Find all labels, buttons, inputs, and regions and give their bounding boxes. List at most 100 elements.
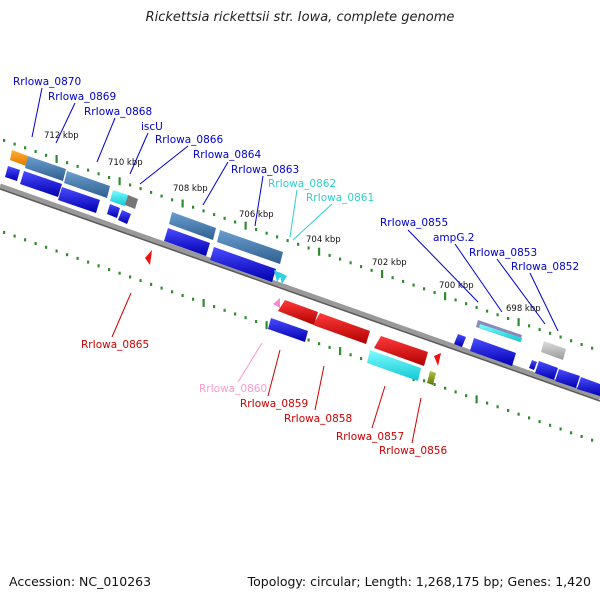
track-dot (349, 261, 352, 265)
gene-blue-a (5, 166, 20, 181)
track-dot (591, 346, 594, 350)
track-dot (66, 253, 69, 257)
track-dot (538, 420, 541, 424)
track-dot (391, 276, 394, 280)
track-major-tick (55, 155, 58, 163)
track-dot (360, 357, 363, 361)
gene-label[interactable]: RrIowa_0866 (155, 134, 223, 146)
track-dot (139, 279, 142, 283)
gene-steel-0869 (64, 171, 110, 198)
gene-label[interactable]: RrIowa_0861 (306, 192, 374, 204)
track-dot (129, 183, 132, 187)
gene-label[interactable]: RrIowa_0863 (231, 164, 299, 176)
gene-cyan-0868 (110, 190, 128, 206)
track-dot (328, 345, 331, 349)
gene-gray-iscU (125, 195, 138, 209)
track-dot (3, 230, 6, 234)
track-dot (265, 231, 268, 235)
gene-cyan-arrow-b (279, 272, 287, 284)
gene-label[interactable]: RrIowa_0864 (193, 149, 261, 161)
track-dot (559, 335, 562, 339)
track-dot (213, 305, 216, 309)
track-dot (213, 213, 216, 217)
track-dot (223, 308, 226, 312)
gene-label[interactable]: RrIowa_0855 (380, 217, 448, 229)
gene-label[interactable]: RrIowa_0870 (13, 76, 81, 88)
gene-pink-0860 (273, 298, 280, 308)
track-dot (591, 438, 594, 442)
gene-red-0859 (278, 300, 318, 325)
tick-label: 708 kbp (173, 184, 208, 194)
track-dot (97, 264, 100, 268)
genome-summary-text: Topology: circular; Length: 1,268,175 bp… (247, 574, 591, 589)
track-dot (202, 209, 205, 213)
track-dot (507, 409, 510, 412)
track-dot (150, 282, 153, 286)
track-dot (234, 312, 237, 316)
gene-blue-h (454, 334, 466, 347)
track-dot (108, 176, 111, 179)
track-dot (318, 342, 321, 346)
gene-red-0858 (313, 313, 370, 344)
gene-olive-rev (427, 371, 436, 385)
track-dot (486, 309, 489, 313)
map-title: Rickettsia rickettsii str. Iowa, complet… (145, 10, 455, 25)
gene-callout-lines (31, 87, 559, 444)
track-dot (97, 172, 100, 176)
track-dot (171, 290, 174, 294)
track-dot (423, 287, 426, 291)
gene-blue-m (577, 377, 600, 396)
track-dot (181, 294, 184, 297)
track-dot (349, 353, 352, 357)
gene-blue-d (107, 204, 120, 218)
track-dot (13, 234, 16, 238)
gene-blue-g (210, 247, 276, 282)
gene-label[interactable]: RrIowa_0852 (511, 261, 579, 273)
gene-red-0857 (374, 336, 428, 366)
track-dot (55, 249, 58, 253)
gene-orange-block (10, 150, 28, 166)
track-dot (24, 146, 27, 150)
gene-blue-l (555, 369, 580, 388)
track-dot (66, 161, 69, 165)
gene-steel-0866 (169, 212, 216, 240)
gene-label[interactable]: ampG.2 (433, 232, 474, 244)
track-dot (234, 220, 237, 224)
track-dot (244, 316, 247, 320)
track-dot (45, 245, 48, 249)
gene-label[interactable]: RrIowa_0858 (284, 413, 352, 425)
track-dot (171, 198, 174, 202)
gene-label[interactable]: iscU (141, 121, 163, 133)
track-dot (433, 383, 436, 386)
gene-label[interactable]: RrIowa_0865 (81, 339, 149, 351)
gene-label[interactable]: RrIowa_0862 (268, 178, 336, 190)
gene-label[interactable]: RrIowa_0856 (379, 445, 447, 457)
tick-label: 710 kbp (108, 158, 143, 168)
track-dot (87, 168, 90, 172)
track-dot (580, 343, 583, 346)
gene-label[interactable]: RrIowa_0860 (199, 383, 267, 395)
gene-label[interactable]: RrIowa_0857 (336, 431, 404, 443)
gene-label[interactable]: RrIowa_0853 (469, 247, 537, 259)
tick-label: 702 kbp (372, 258, 407, 268)
gene-cyan-rev (367, 350, 421, 381)
track-dot (286, 239, 289, 243)
track-dot (13, 142, 16, 146)
track-dot (580, 435, 583, 438)
track-dot (160, 194, 163, 198)
gene-blue-k (535, 361, 558, 380)
gene-gray-0852 (541, 341, 566, 360)
track-major-tick (202, 298, 205, 307)
track-major-tick (244, 221, 247, 230)
track-major-tick (181, 199, 184, 208)
track-dot (255, 320, 258, 323)
track-major-tick (444, 292, 447, 301)
gene-labels-below: RrIowa_0865 RrIowa_0860 RrIowa_0859 RrIo… (81, 339, 447, 457)
gene-label[interactable]: RrIowa_0868 (84, 106, 152, 118)
track-dot (87, 260, 90, 264)
gene-labels-above: RrIowa_0870 RrIowa_0869 RrIowa_0868 iscU… (13, 76, 579, 273)
gene-blue-c (58, 187, 100, 213)
gene-label[interactable]: RrIowa_0869 (48, 91, 116, 103)
track-major-tick (118, 177, 121, 186)
gene-label[interactable]: RrIowa_0859 (240, 398, 308, 410)
